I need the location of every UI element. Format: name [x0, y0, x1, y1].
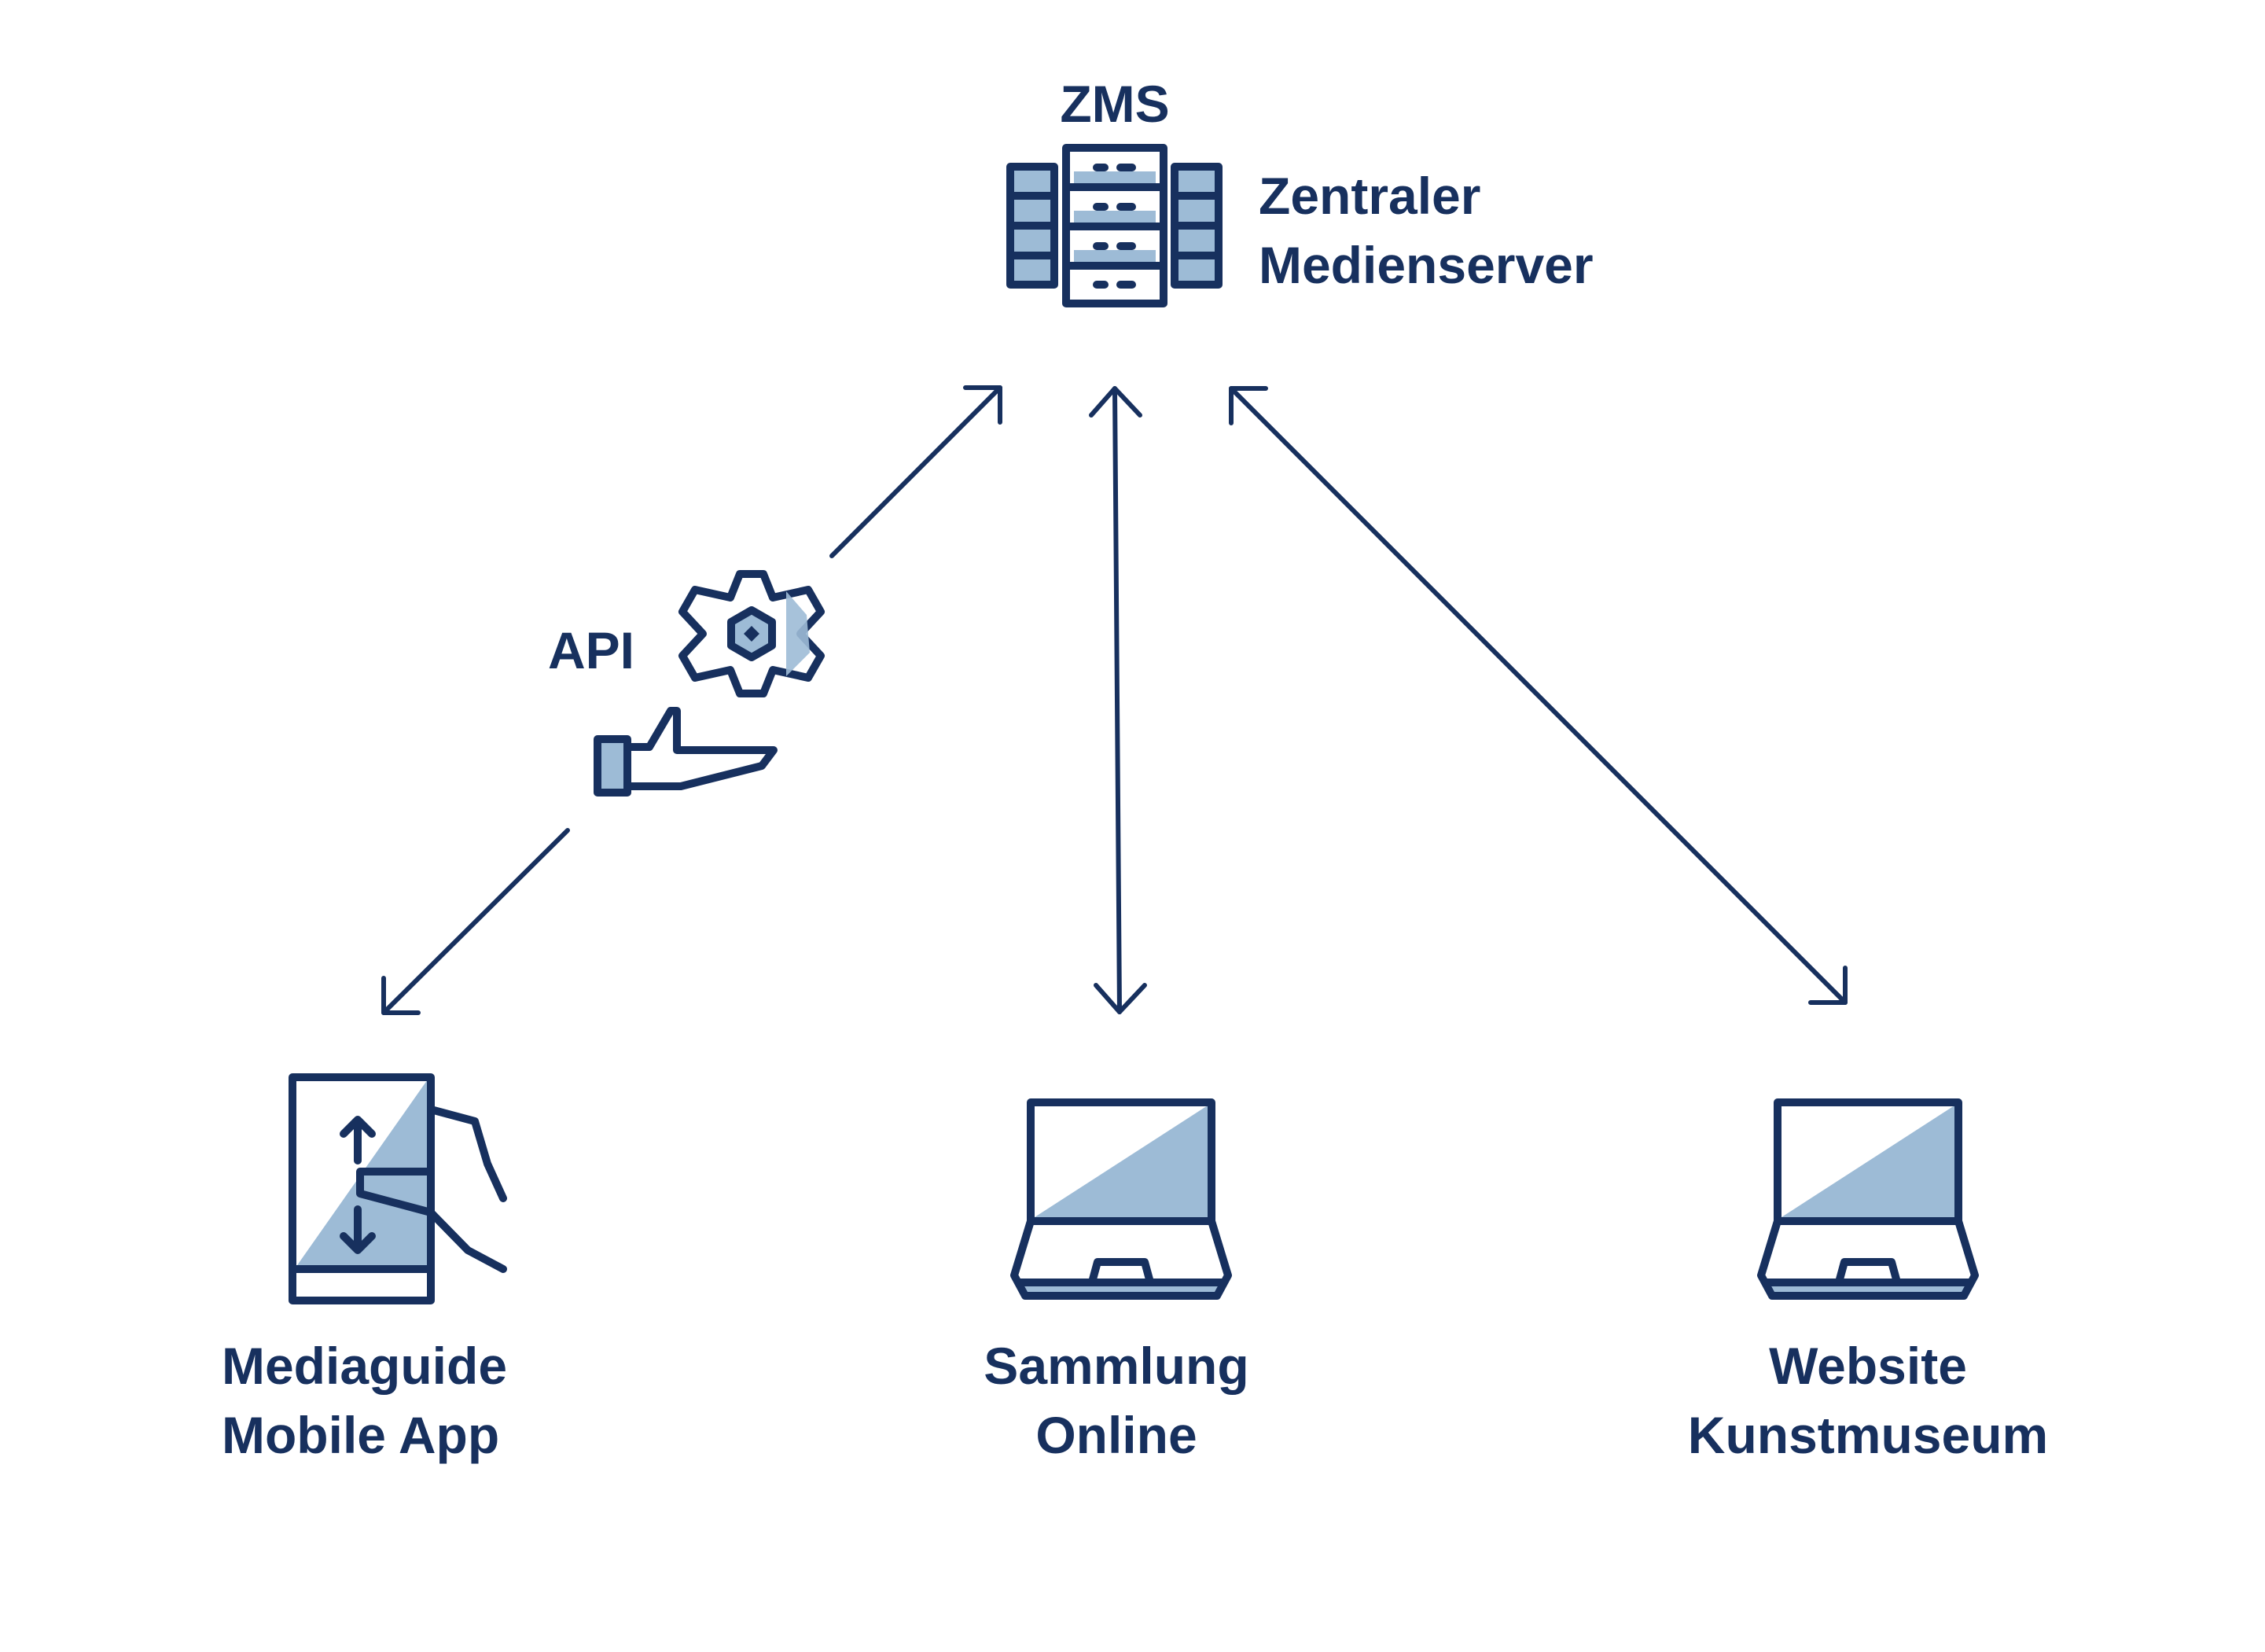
server-node: ZMS	[1006, 75, 1594, 307]
website-node: Website Kunstmuseum	[1688, 1098, 2048, 1464]
laptop-icon-sammlung	[1010, 1098, 1232, 1300]
api-label: API	[548, 621, 634, 679]
server-rack-icon	[1006, 144, 1223, 307]
hand-icon	[594, 707, 778, 797]
mediaguide-line2: Mobile App	[222, 1406, 499, 1464]
server-name-line2: Medienserver	[1259, 236, 1594, 294]
api-node: API	[548, 570, 825, 797]
arrow-api-mediaguide	[381, 828, 570, 1015]
arrow-api-server	[829, 385, 1002, 558]
website-line2: Kunstmuseum	[1688, 1406, 2048, 1464]
server-abbr-label: ZMS	[1060, 75, 1169, 133]
mediaguide-line1: Mediaguide	[222, 1337, 507, 1395]
gear-icon	[678, 570, 825, 697]
sammlung-node: Sammlung Online	[984, 1098, 1249, 1464]
sammlung-line2: Online	[1035, 1406, 1197, 1464]
gear-hand-icon	[594, 570, 825, 797]
mediaguide-node: Mediaguide Mobile App	[222, 1073, 507, 1464]
tablet-frame	[289, 1073, 435, 1304]
laptop-icon-website	[1757, 1098, 1979, 1300]
server-name-line1: Zentraler	[1259, 167, 1480, 225]
arrow-server-website	[1229, 386, 1848, 1005]
tablet-swipe-icon	[289, 1073, 507, 1304]
arrow-server-sammlung	[1089, 386, 1147, 1014]
connection-arrows	[381, 385, 1848, 1015]
website-line1: Website	[1769, 1337, 1967, 1395]
sammlung-line1: Sammlung	[984, 1337, 1248, 1395]
